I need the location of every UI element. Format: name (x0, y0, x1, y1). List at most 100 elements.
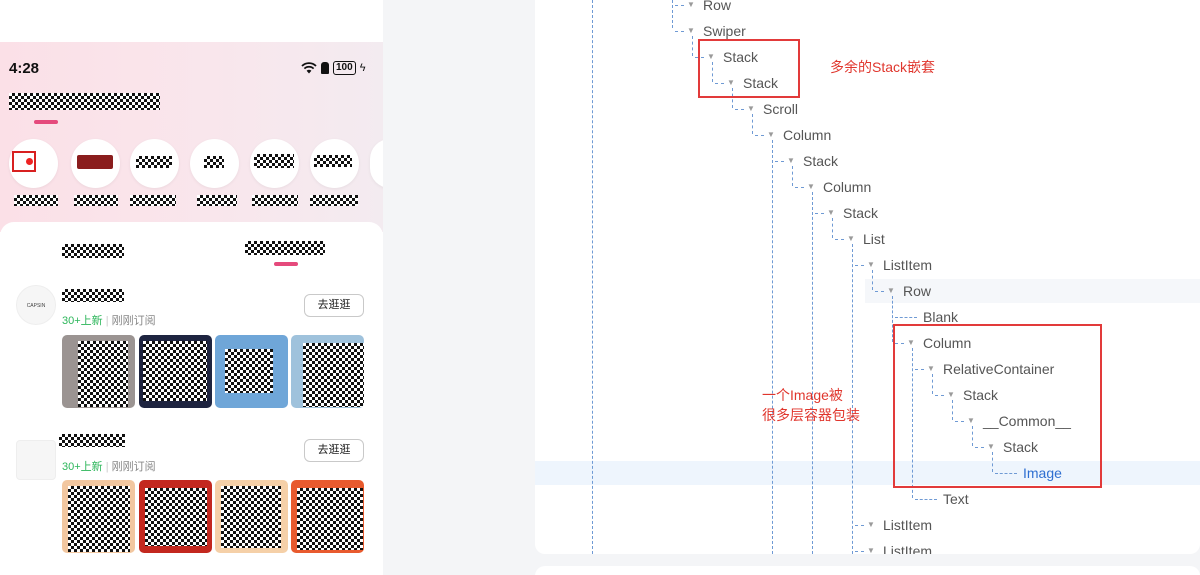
brand-label-masked (130, 195, 176, 206)
selected-brand-box (12, 151, 36, 172)
selected-row-highlight (535, 461, 1200, 485)
store-subtitle: 30+上新 | 刚刚订阅 (62, 312, 156, 328)
tree-node-row[interactable]: Row (903, 283, 932, 299)
tree-node-stack[interactable]: Stack (963, 387, 999, 403)
brand-logo (77, 155, 113, 169)
visit-store-button[interactable]: 去逛逛 (304, 439, 364, 462)
tree-connector-v (712, 62, 713, 82)
stack-nesting-highlight (698, 39, 800, 98)
tab-masked[interactable] (62, 244, 124, 258)
product-thumb[interactable] (215, 335, 288, 408)
tree-node-relativecontainer[interactable]: RelativeContainer (943, 361, 1055, 377)
expand-arrow-icon[interactable]: ▼ (907, 338, 915, 347)
expand-arrow-icon[interactable]: ▼ (867, 520, 875, 529)
expand-arrow-icon[interactable]: ▼ (887, 286, 895, 295)
tree-connector-v (672, 0, 673, 28)
brand-circle[interactable] (190, 139, 239, 188)
tree-connector-h (675, 5, 684, 6)
brand-label-masked (197, 195, 237, 206)
expand-arrow-icon[interactable]: ▼ (827, 208, 835, 217)
product-thumb[interactable] (291, 480, 364, 553)
brand-logo-masked (136, 156, 172, 168)
secondary-panel (535, 566, 1200, 575)
tree-node-blank[interactable]: Blank (923, 309, 959, 325)
tree-connector-h (915, 369, 924, 370)
brand-circle[interactable] (71, 139, 120, 188)
brand-circle[interactable] (250, 139, 299, 188)
tree-connector-h (955, 421, 964, 422)
brand-circle[interactable] (9, 139, 58, 188)
battery-icon: 100 (333, 61, 356, 75)
tab-masked-active[interactable] (245, 241, 325, 255)
tab-bar (0, 222, 383, 272)
tree-node-stack[interactable]: Stack (723, 49, 759, 65)
brand-circle[interactable] (130, 139, 179, 188)
tree-node-scroll[interactable]: Scroll (763, 101, 799, 117)
expand-arrow-icon[interactable]: ▼ (687, 26, 695, 35)
expand-arrow-icon[interactable]: ▼ (807, 182, 815, 191)
thumb-mask (68, 486, 130, 552)
tree-node-common[interactable]: __Common__ (983, 413, 1071, 429)
tree-node-stack[interactable]: Stack (1003, 439, 1039, 455)
expand-arrow-icon[interactable]: ▼ (927, 364, 935, 373)
product-thumb[interactable] (139, 335, 212, 408)
tree-node-row[interactable]: Row (703, 0, 732, 13)
tree-connector-h (895, 317, 917, 318)
tree-node-column[interactable]: Column (783, 127, 832, 143)
store-avatar-masked[interactable] (16, 440, 56, 480)
tree-node-image[interactable]: Image (1023, 465, 1062, 481)
tree-node-text[interactable]: Text (943, 491, 969, 507)
visit-store-button[interactable]: 去逛逛 (304, 294, 364, 317)
brand-logo-masked (314, 155, 352, 167)
tree-node-stack[interactable]: Stack (843, 205, 879, 221)
tree-node-swiper[interactable]: Swiper (703, 23, 746, 39)
separator: | (105, 461, 109, 473)
tree-connector-v (952, 400, 953, 420)
store-subtitle: 30+上新 | 刚刚订阅 (62, 458, 156, 474)
tree-node-stack[interactable]: Stack (743, 75, 779, 91)
tree-connector-v (992, 452, 993, 472)
brand-logo-masked (204, 156, 224, 168)
expand-arrow-icon[interactable]: ▼ (847, 234, 855, 243)
component-tree-panel: ▼ Row ▼ Swiper ▼ Stack ▼ Stack ▼ Scroll ▼ Column ▼ St… (535, 0, 1200, 554)
tree-node-listitem[interactable]: ListItem (883, 543, 933, 554)
separator: | (105, 315, 109, 327)
tree-connector-h (835, 239, 844, 240)
brand-circle[interactable] (310, 139, 359, 188)
tree-connector-v (772, 140, 773, 554)
brand-circle[interactable] (370, 139, 383, 188)
tree-connector-v (592, 0, 593, 554)
tree-node-list[interactable]: List (863, 231, 885, 247)
charging-icon: ϟ (359, 62, 366, 74)
expand-arrow-icon[interactable]: ▼ (747, 104, 755, 113)
tab-indicator (274, 262, 298, 266)
tree-connector-v (792, 166, 793, 186)
expand-arrow-icon[interactable]: ▼ (727, 78, 735, 87)
expand-arrow-icon[interactable]: ▼ (967, 416, 975, 425)
tree-connector-h (795, 187, 804, 188)
product-thumb[interactable] (139, 480, 212, 553)
store-avatar[interactable]: CAPSIN (16, 285, 56, 325)
tree-node-listitem[interactable]: ListItem (883, 517, 933, 533)
expand-arrow-icon[interactable]: ▼ (867, 546, 875, 554)
product-thumb[interactable] (291, 335, 364, 408)
expand-arrow-icon[interactable]: ▼ (867, 260, 875, 269)
product-thumb[interactable] (62, 480, 135, 553)
expand-arrow-icon[interactable]: ▼ (987, 442, 995, 451)
tree-node-stack[interactable]: Stack (803, 153, 839, 169)
tree-connector-h (815, 213, 824, 214)
tree-node-listitem[interactable]: ListItem (883, 257, 933, 273)
expand-arrow-icon[interactable]: ▼ (767, 130, 775, 139)
brand-logo-dot (26, 158, 33, 165)
product-thumb[interactable] (215, 480, 288, 553)
tree-connector-v (812, 192, 813, 554)
tree-node-column[interactable]: Column (923, 335, 972, 351)
expand-arrow-icon[interactable]: ▼ (707, 52, 715, 61)
expand-arrow-icon[interactable]: ▼ (687, 0, 695, 9)
brand-label-masked (14, 195, 58, 206)
status-icons: 100 ϟ (301, 61, 366, 75)
tree-node-column[interactable]: Column (823, 179, 872, 195)
expand-arrow-icon[interactable]: ▼ (787, 156, 795, 165)
product-thumb[interactable] (62, 335, 135, 408)
expand-arrow-icon[interactable]: ▼ (947, 390, 955, 399)
